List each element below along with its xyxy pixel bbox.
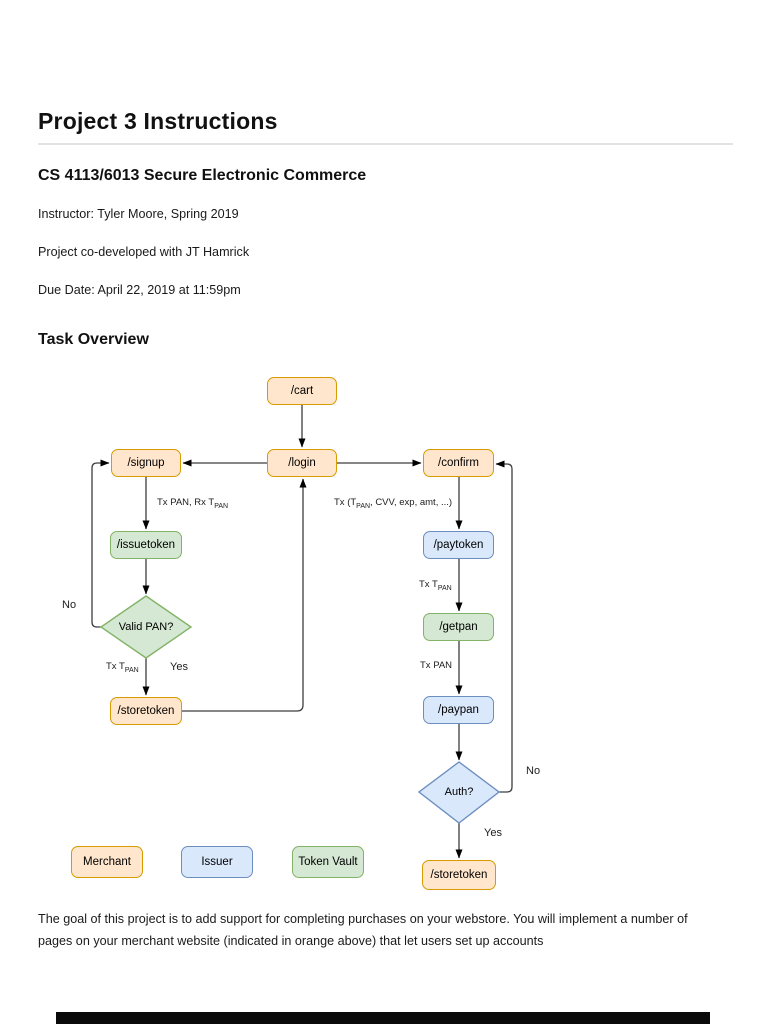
node-paytoken: /paytoken <box>423 531 494 559</box>
node-signup: /signup <box>111 449 181 477</box>
branch-label-valid-yes: Yes <box>170 661 188 673</box>
edge-label-text: , CVV, exp, amt, ...) <box>370 497 453 508</box>
codeveloper-line: Project co-developed with JT Hamrick <box>38 245 250 259</box>
node-storetoken-left: /storetoken <box>110 697 182 725</box>
course-heading: CS 4113/6013 Secure Electronic Commerce <box>38 167 367 184</box>
subscript: PAN <box>356 502 371 510</box>
due-date-line: Due Date: April 22, 2019 at 11:59pm <box>38 283 241 297</box>
node-login: /login <box>267 449 337 477</box>
decision-valid-pan-label: Valid PAN? <box>118 621 174 633</box>
edge-label-tx-tpan-cvv: Tx (TPAN, CVV, exp, amt, ...) <box>333 497 454 510</box>
decision-auth-shape <box>417 761 501 824</box>
edge-label-tx-tpan-left: Tx TPAN <box>105 661 140 674</box>
page-title: Project 3 Instructions <box>38 108 278 134</box>
section-heading-task-overview: Task Overview <box>38 331 149 348</box>
subscript: PAN <box>124 666 139 674</box>
page-bottom-bar <box>56 1012 710 1024</box>
edge-label-text: Tx PAN <box>420 660 453 671</box>
decision-valid-pan-shape <box>99 595 193 659</box>
edge-label-tx-pan-right: Tx PAN <box>419 660 454 671</box>
branch-label-auth-no: No <box>526 765 541 777</box>
node-getpan: /getpan <box>423 613 494 641</box>
branch-label-valid-no: No <box>62 599 77 611</box>
node-storetoken-right: /storetoken <box>422 860 496 890</box>
legend-issuer: Issuer <box>181 846 253 878</box>
edge-label-text: Tx (T <box>334 497 357 508</box>
subscript: PAN <box>437 584 452 592</box>
title-divider <box>38 143 733 145</box>
edge-validpan-no-signup <box>91 459 110 628</box>
legend-merchant: Merchant <box>71 846 143 878</box>
edge-label-tx-pan-rx-tpan: Tx PAN, Rx TPAN <box>156 497 230 510</box>
edge-label-text: Tx PAN, Rx T <box>157 497 215 508</box>
node-cart: /cart <box>267 377 337 405</box>
legend-token-vault: Token Vault <box>292 846 364 878</box>
edge-auth-no-confirm <box>495 460 513 793</box>
edge-label-text: Tx T <box>419 579 438 590</box>
decision-auth-label: Auth? <box>444 786 474 798</box>
edge-label-tx-tpan-right: Tx TPAN <box>418 579 453 592</box>
subscript: PAN <box>214 502 229 510</box>
edge-storetoken-login <box>182 478 307 712</box>
node-paypan: /paypan <box>423 696 494 724</box>
branch-label-auth-yes: Yes <box>484 827 502 839</box>
node-issuetoken: /issuetoken <box>110 531 182 559</box>
node-confirm: /confirm <box>423 449 494 477</box>
body-paragraph: The goal of this project is to add suppo… <box>38 912 688 948</box>
edge-label-text: Tx T <box>106 661 125 672</box>
instructor-line: Instructor: Tyler Moore, Spring 2019 <box>38 207 239 221</box>
